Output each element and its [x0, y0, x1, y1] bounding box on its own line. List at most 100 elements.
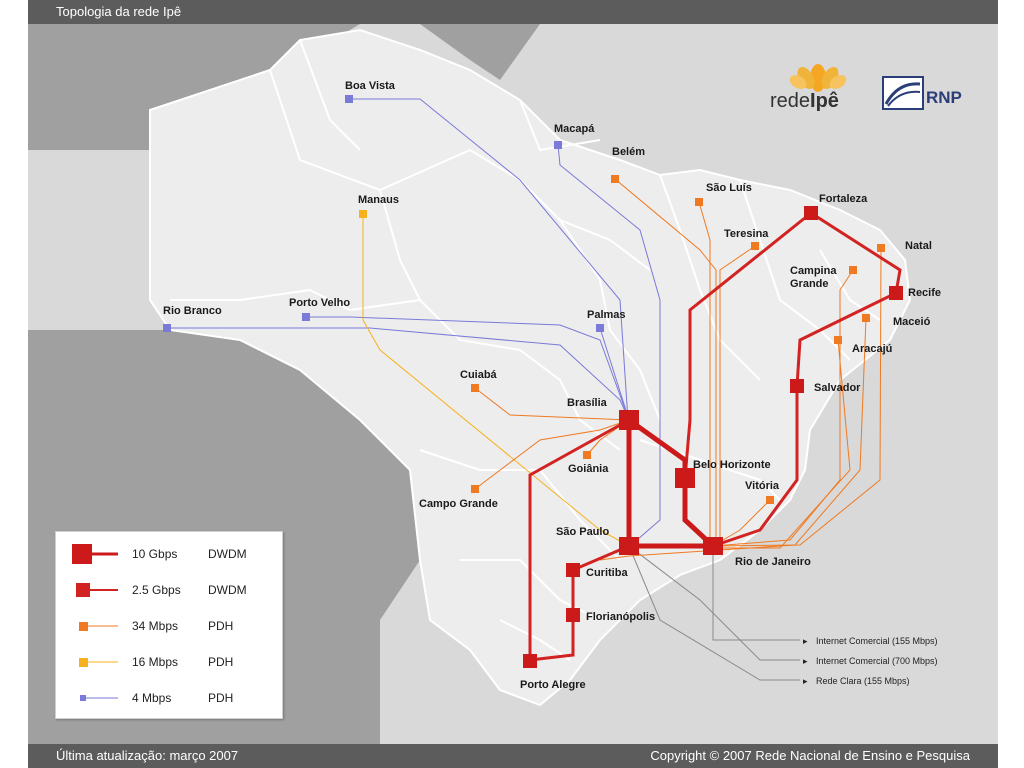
copyright: Copyright © 2007 Rede Nacional de Ensino… [650, 748, 970, 763]
legend-row-10gbps: 10 Gbps DWDM [56, 536, 282, 572]
pop-sao-paulo[interactable] [619, 537, 639, 555]
label-sao-luis: São Luís [706, 182, 752, 194]
legend-swatch-4mbps [80, 695, 118, 701]
arrow-right-icon: ▸ [803, 636, 808, 646]
legend-tech: PDH [208, 655, 234, 669]
rnp-emblem-logo [882, 76, 924, 110]
label-rio-branco: Rio Branco [163, 305, 222, 317]
page-title: Topologia da rede Ipê [56, 4, 182, 19]
neighbor-countries-north [28, 24, 360, 150]
pop-recife[interactable] [889, 286, 903, 300]
label-macapa: Macapá [554, 123, 595, 135]
legend-speed: 10 Gbps [132, 547, 178, 561]
label-salvador: Salvador [814, 382, 861, 394]
label-brasilia: Brasília [567, 397, 608, 409]
legend-speed: 34 Mbps [132, 619, 179, 633]
arrow-right-icon: ▸ [803, 676, 808, 686]
legend-swatch-2_5gbps [76, 583, 118, 597]
pop-campina-grande[interactable] [849, 266, 857, 274]
pop-porto-velho[interactable] [302, 313, 310, 321]
label-manaus: Manaus [358, 194, 399, 206]
redeipe-suffix: Ipê [810, 90, 839, 112]
legend-tech: PDH [208, 619, 234, 633]
label-cuiaba: Cuiabá [460, 369, 498, 381]
label-belem: Belém [612, 146, 645, 158]
pop-rio-branco[interactable] [163, 324, 171, 332]
rnp-logo: RNP [926, 88, 962, 107]
label-campina-grande-1: Campina [790, 265, 837, 277]
legend: 10 Gbps DWDM 2.5 Gbps DWDM 34 Mbps PDH 1… [55, 531, 283, 719]
links-34mbps [474, 178, 882, 561]
pop-belo-horizonte[interactable] [675, 468, 695, 488]
label-boa-vista: Boa Vista [345, 80, 396, 92]
pop-boa-vista[interactable] [345, 95, 353, 103]
label-rio-de-janeiro: Rio de Janeiro [735, 556, 811, 568]
footer-bar: Última atualização: março 2007 Copyright… [28, 744, 998, 768]
city-labels: Boa Vista Macapá Belém Manaus São Luís F… [163, 80, 941, 691]
last-updated: Última atualização: março 2007 [56, 748, 239, 763]
label-internet-comercial-155: Internet Comercial (155 Mbps) [816, 636, 938, 646]
pop-natal[interactable] [877, 244, 885, 252]
pop-goiania[interactable] [583, 451, 591, 459]
links-2_5gbps [528, 211, 902, 662]
legend-speed: 16 Mbps [132, 655, 179, 669]
label-rede-clara: Rede Clara (155 Mbps) [816, 676, 910, 686]
legend-tech: DWDM [208, 583, 247, 597]
header-bar: Topologia da rede Ipê [28, 0, 998, 24]
neighbor-countries-northeast [420, 24, 540, 80]
pop-vitoria[interactable] [766, 496, 774, 504]
label-porto-alegre: Porto Alegre [520, 679, 586, 691]
legend-row-4mbps: 4 Mbps PDH [56, 680, 282, 716]
pop-brasilia[interactable] [619, 410, 639, 430]
legend-tech: PDH [208, 691, 234, 705]
legend-swatch-34mbps [79, 622, 118, 631]
pop-macapa[interactable] [554, 141, 562, 149]
pop-fortaleza[interactable] [804, 206, 818, 220]
label-porto-velho: Porto Velho [289, 297, 350, 309]
links-16mbps [362, 214, 630, 547]
pop-campo-grande[interactable] [471, 485, 479, 493]
legend-speed: 2.5 Gbps [132, 583, 181, 597]
pop-maceio[interactable] [862, 314, 870, 322]
pop-markers [163, 95, 903, 668]
label-fortaleza: Fortaleza [819, 193, 868, 205]
label-florianopolis: Florianópolis [586, 611, 655, 623]
pop-manaus[interactable] [359, 210, 367, 218]
label-natal: Natal [905, 240, 932, 252]
label-vitoria: Vitória [745, 480, 780, 492]
label-sao-paulo: São Paulo [556, 526, 609, 538]
links-4mbps [167, 98, 661, 547]
arrow-right-icon: ▸ [803, 656, 808, 666]
pop-palmas[interactable] [596, 324, 604, 332]
label-maceio: Maceió [893, 316, 931, 328]
pop-rio-de-janeiro[interactable] [703, 537, 723, 555]
pop-aracaju[interactable] [834, 336, 842, 344]
legend-speed: 4 Mbps [132, 691, 172, 705]
legend-swatch-10gbps [72, 544, 118, 564]
redeipe-logo: redeIpê [770, 90, 839, 113]
label-goiania: Goiânia [568, 463, 609, 475]
pop-florianopolis[interactable] [566, 608, 580, 622]
pop-porto-alegre[interactable] [523, 654, 537, 668]
label-campo-grande: Campo Grande [419, 498, 498, 510]
label-curitiba: Curitiba [586, 567, 628, 579]
label-recife: Recife [908, 287, 941, 299]
label-belo-horizonte: Belo Horizonte [693, 459, 771, 471]
logos: redeIpê RNP [760, 52, 980, 122]
legend-row-34mbps: 34 Mbps PDH [56, 608, 282, 644]
label-palmas: Palmas [587, 309, 626, 321]
pop-curitiba[interactable] [566, 563, 580, 577]
pop-salvador[interactable] [790, 379, 804, 393]
pop-cuiaba[interactable] [471, 384, 479, 392]
legend-row-16mbps: 16 Mbps PDH [56, 644, 282, 680]
pop-teresina[interactable] [751, 242, 759, 250]
label-teresina: Teresina [724, 228, 769, 240]
pop-belem[interactable] [611, 175, 619, 183]
label-internet-comercial-700: Internet Comercial (700 Mbps) [816, 656, 938, 666]
legend-swatch-16mbps [79, 658, 118, 667]
label-campina-grande-2: Grande [790, 278, 829, 290]
external-link-labels: ▸ Internet Comercial (155 Mbps) ▸ Intern… [803, 636, 938, 686]
pop-sao-luis[interactable] [695, 198, 703, 206]
legend-row-2_5gbps: 2.5 Gbps DWDM [56, 572, 282, 608]
redeipe-flower-logo [789, 64, 847, 92]
